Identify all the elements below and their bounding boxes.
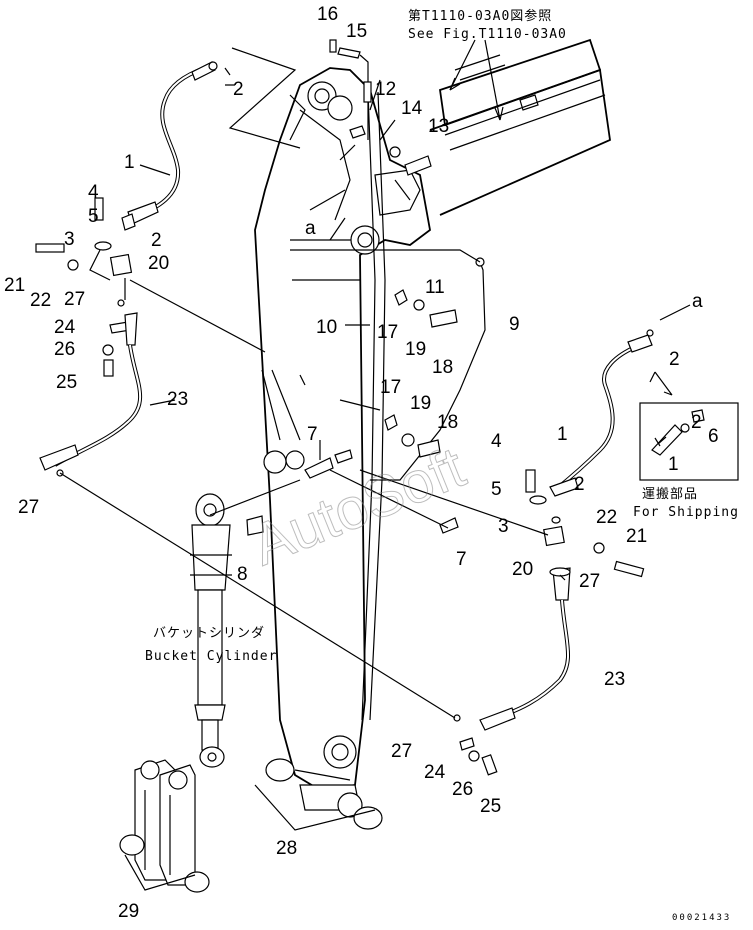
label-6-shipping: 6 — [708, 426, 719, 447]
label-29: 29 — [118, 901, 139, 922]
label-2a: 2 — [233, 79, 244, 100]
shipping-en: For Shipping — [633, 505, 739, 520]
label-7a: 7 — [307, 424, 318, 445]
bushing-drawing — [265, 758, 383, 830]
link-drawing — [119, 759, 210, 893]
bucket-cylinder-drawing — [190, 493, 232, 768]
shipping-jp: 運搬部品 — [642, 487, 698, 502]
label-4b: 4 — [491, 431, 502, 452]
label-19b: 19 — [410, 393, 431, 414]
label-1b: 1 — [557, 424, 568, 445]
label-2c: 2 — [669, 349, 680, 370]
label-25b: 25 — [480, 796, 501, 817]
label-12: 12 — [375, 79, 396, 100]
bucket-cylinder-en: Bucket Cylinder — [145, 649, 277, 664]
label-24b: 24 — [424, 762, 446, 783]
arm-drawing — [254, 67, 431, 818]
label-1a: 1 — [124, 152, 135, 173]
label-13: 13 — [428, 116, 449, 137]
boom-drawing — [429, 38, 611, 216]
label-2d: 2 — [574, 474, 585, 495]
bucket-cylinder-jp: バケットシリンダ — [153, 626, 265, 641]
label-25a: 25 — [56, 372, 77, 393]
right-hose-assembly — [453, 329, 654, 776]
label-23a: 23 — [167, 389, 188, 410]
label-15: 15 — [346, 21, 367, 42]
label-3a: 3 — [64, 229, 75, 250]
label-4a: 4 — [88, 182, 99, 203]
label-21b: 21 — [626, 526, 647, 547]
label-22a: 22 — [30, 290, 51, 311]
label-23b: 23 — [604, 669, 625, 690]
label-5b: 5 — [491, 479, 502, 500]
see-fig-en: See Fig.T1110-03A0 — [408, 27, 567, 42]
label-17a: 17 — [377, 322, 398, 343]
label-24a: 24 — [54, 317, 76, 338]
label-28: 28 — [276, 838, 297, 859]
label-18b: 18 — [437, 412, 458, 433]
label-26b: 26 — [452, 779, 473, 800]
label-26a: 26 — [54, 339, 75, 360]
label-3b: 3 — [498, 516, 509, 537]
label-18a: 18 — [432, 357, 453, 378]
part-labels: 2 1 4 5 3 2 20 21 22 27 24 26 25 23 27 8… — [4, 4, 719, 922]
label-20b: 20 — [512, 559, 533, 580]
letter-a-arm: a — [305, 218, 316, 239]
left-hose-assembly — [35, 61, 218, 477]
label-27a: 27 — [64, 289, 85, 310]
label-11: 11 — [425, 277, 445, 298]
label-20a: 20 — [148, 253, 169, 274]
label-21a: 21 — [4, 275, 25, 296]
document-id: 00021433 — [672, 913, 731, 923]
see-fig-jp: 第T1110-03A0図参照 — [408, 8, 552, 24]
grease-pipe-drawing — [246, 39, 486, 536]
label-2-shipping: 2 — [691, 412, 702, 433]
label-27d: 27 — [391, 741, 412, 762]
shipping-inset — [639, 402, 739, 481]
label-5a: 5 — [88, 206, 99, 227]
label-7b: 7 — [456, 549, 467, 570]
label-2b: 2 — [151, 230, 162, 251]
notes: 第T1110-03A0図参照 See Fig.T1110-03A0 バケットシリ… — [145, 8, 739, 923]
label-9: 9 — [509, 314, 520, 335]
label-1-shipping: 1 — [668, 454, 679, 475]
label-16: 16 — [317, 4, 338, 25]
label-27b: 27 — [18, 497, 39, 518]
label-14: 14 — [401, 98, 423, 119]
label-8: 8 — [237, 564, 248, 585]
leader-lines — [59, 39, 691, 891]
label-22b: 22 — [596, 507, 617, 528]
label-17b: 17 — [380, 377, 401, 398]
label-27c: 27 — [579, 571, 600, 592]
label-10: 10 — [316, 317, 337, 338]
letter-a-right: a — [692, 291, 703, 312]
label-19a: 19 — [405, 339, 426, 360]
